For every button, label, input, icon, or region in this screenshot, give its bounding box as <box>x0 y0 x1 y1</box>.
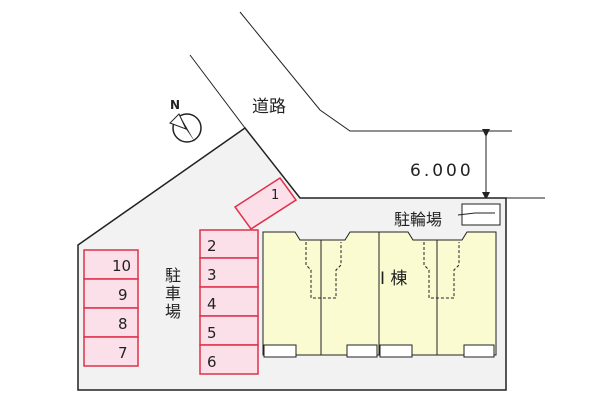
svg-text:駐: 駐 <box>165 266 181 285</box>
parking-space-number: 9 <box>118 286 128 304</box>
parking-column-right-labels: 2 3 4 5 6 <box>207 237 217 371</box>
north-compass-icon: N <box>169 98 202 143</box>
parking-space-10 <box>83 249 139 280</box>
parking-space-number: 1 <box>271 188 279 203</box>
bicycle-parking-label: 駐輪場 <box>394 210 442 229</box>
parking-space-number: 3 <box>207 266 217 284</box>
parking-space-number: 2 <box>207 237 217 255</box>
parking-space-number: 4 <box>207 295 217 313</box>
road-label: 道路 <box>252 97 286 117</box>
parking-space-8 <box>83 307 139 338</box>
parking-space-7 <box>83 336 139 367</box>
road-width-label: 6.000 <box>410 161 474 181</box>
svg-text:車: 車 <box>165 284 181 303</box>
parking-space-1: 1 <box>233 176 298 231</box>
svg-text:場: 場 <box>165 302 181 321</box>
parking-space-number: 5 <box>207 324 217 342</box>
parking-space-number: 10 <box>112 257 131 275</box>
parking-space-9 <box>83 278 139 309</box>
parking-column-left-labels: 10 9 8 7 <box>112 257 131 362</box>
compass-letter: N <box>170 98 180 112</box>
parking-space-2 <box>199 229 259 259</box>
parking-column-left <box>83 249 139 367</box>
parking-column-right <box>199 229 259 375</box>
building-label: I 棟 <box>380 269 407 289</box>
parking-space-number: 7 <box>118 344 128 362</box>
parking-space-number: 6 <box>207 353 217 371</box>
building-block: I 棟 <box>262 231 497 358</box>
parking-lot-label: 駐 車 場 <box>165 266 181 321</box>
parking-space-6 <box>199 344 259 375</box>
bicycle-parking: 駐輪場 <box>394 203 501 229</box>
parking-space-number: 8 <box>118 315 128 333</box>
